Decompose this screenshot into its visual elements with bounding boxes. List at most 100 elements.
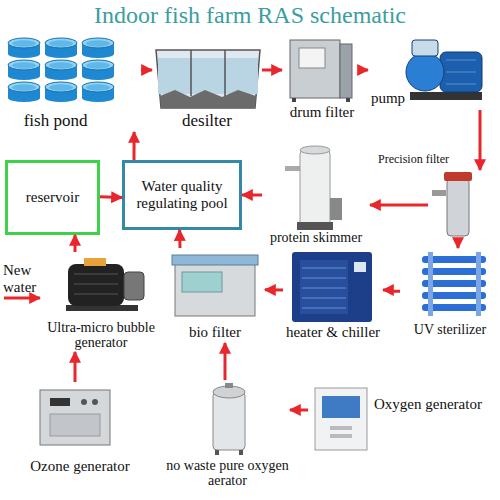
equipment-node: bio filter (165, 248, 265, 343)
motor (68, 264, 124, 306)
lid (172, 255, 258, 265)
pipe (285, 166, 301, 171)
equipment-label: no waste pure oxygen aerator (165, 458, 290, 489)
flow-arrow (370, 204, 428, 207)
leg (215, 450, 219, 455)
equipment-node: Ozone generator (5, 382, 155, 480)
box-label: Water quality regulating pool (125, 178, 239, 213)
equipment-node: pump (368, 35, 493, 110)
grille-line (302, 298, 346, 299)
flow-arrow (224, 343, 227, 380)
cartridge (447, 178, 469, 236)
vent (330, 426, 352, 430)
pond (45, 82, 77, 102)
equipment-node: Ultra-micro bubble generator (40, 252, 162, 352)
cap (444, 172, 472, 181)
case (315, 388, 367, 450)
equipment-node: protein skimmer (262, 142, 370, 247)
flow-arrow (141, 69, 152, 72)
inlet-arrow (4, 297, 40, 300)
fin (446, 84, 476, 85)
base (410, 92, 482, 100)
flow-arrow (262, 69, 282, 72)
equipment-label: drum filter (277, 104, 367, 121)
equipment-node: heater & chiller (283, 248, 383, 360)
tank (175, 262, 255, 316)
fin (74, 274, 118, 275)
side (340, 44, 352, 98)
fin (446, 72, 476, 73)
fin (74, 294, 118, 295)
valve (225, 383, 233, 388)
pond (45, 38, 77, 58)
grille-line (302, 288, 346, 289)
vent (50, 414, 100, 436)
grille-line (302, 308, 346, 309)
tank (156, 50, 260, 108)
divider (190, 50, 192, 96)
pond (8, 38, 40, 58)
desilter-art (156, 50, 260, 108)
storage-box: reservoir (5, 160, 100, 235)
pond (45, 60, 77, 80)
housing (406, 53, 444, 91)
grille (300, 260, 348, 314)
flow-arrow (178, 230, 181, 248)
bubble-generator-art (66, 258, 144, 311)
flow-arrow (479, 110, 482, 170)
bracket (476, 252, 481, 316)
knob (92, 399, 98, 405)
body (290, 40, 340, 98)
pump-head (124, 272, 144, 300)
flow-arrow (290, 408, 308, 411)
grille-line (302, 268, 346, 269)
column (300, 150, 330, 226)
pond (82, 60, 114, 80)
bracket (428, 252, 433, 316)
vessel (213, 392, 245, 450)
pump-box (330, 198, 342, 220)
equipment-node: UV sterilizer (400, 248, 500, 340)
fin (446, 60, 476, 61)
display (50, 398, 70, 406)
flow-arrow (74, 352, 77, 382)
leg (292, 98, 296, 102)
fin (74, 284, 118, 285)
equipment-label: UV sterilizer (400, 322, 500, 337)
box-label: reservoir (22, 189, 83, 206)
panel (322, 396, 360, 418)
precision-filter-art (432, 172, 472, 236)
flow-arrow (383, 290, 400, 291)
equipment-label: heater & chiller (283, 324, 383, 341)
equipment-label: Ozone generator (5, 458, 155, 475)
equipment-label: protein skimmer (262, 230, 370, 245)
oxygen-aerator-art (213, 383, 245, 455)
equipment-label: desilter (152, 112, 262, 131)
cabinet (292, 252, 372, 322)
equipment-label: Oxygen generator (374, 396, 498, 413)
flow-arrow (457, 240, 460, 248)
equipment-node: no waste pure oxygen aerator (165, 380, 290, 495)
equipment-label: pump (368, 90, 408, 107)
vent (330, 434, 352, 438)
equipment-label: fish pond (3, 112, 108, 131)
drum-filter-art (290, 40, 352, 102)
strainer (412, 40, 438, 56)
sediment (160, 90, 256, 108)
flow-arrow (74, 235, 77, 252)
pipe (432, 190, 446, 196)
knob (81, 399, 87, 405)
flow-arrow (362, 69, 368, 72)
base (297, 222, 333, 230)
flow-arrow (242, 194, 262, 197)
equipment-node: Precision filter (428, 170, 488, 240)
lid (300, 146, 330, 154)
flow-arrow (133, 132, 136, 160)
heater-chiller-art (292, 252, 372, 322)
protein-skimmer-art (285, 146, 342, 230)
bio-filter-art (172, 255, 258, 316)
equipment-label: bio filter (165, 324, 265, 341)
inlet-note: New water (3, 262, 45, 295)
